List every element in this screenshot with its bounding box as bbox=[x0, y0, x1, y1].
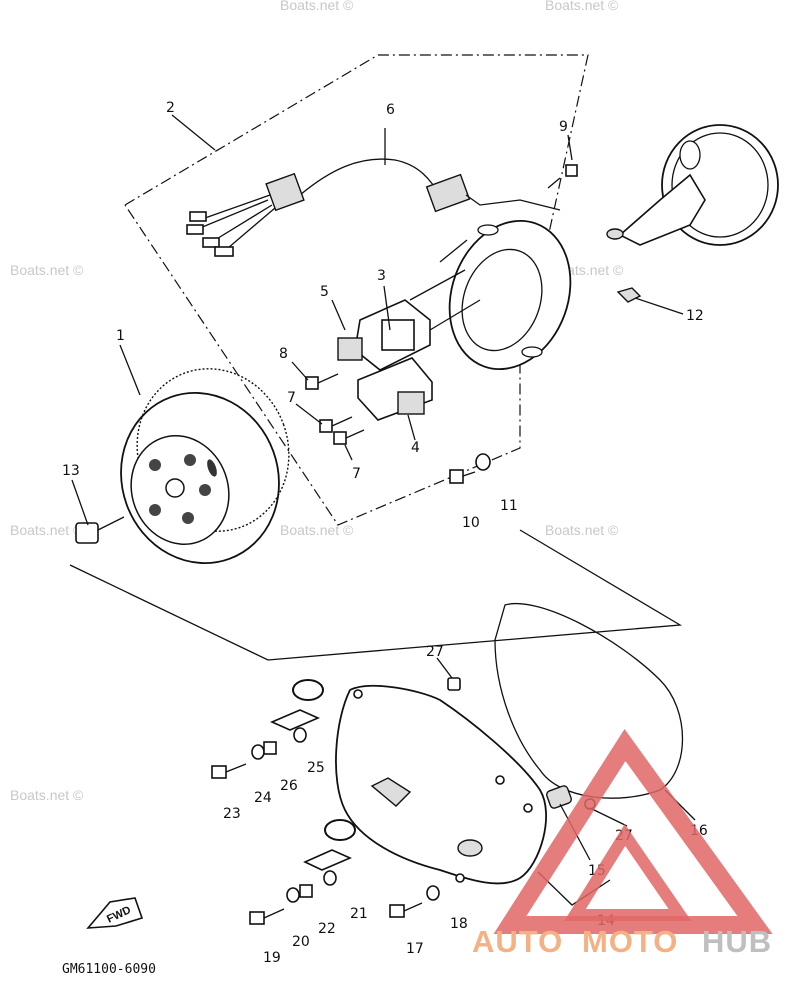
crankshaft-housing bbox=[606, 124, 779, 246]
callout-11: 11 bbox=[500, 498, 518, 514]
automotohub-logo: AUTO MOTO HUB bbox=[472, 728, 773, 959]
callout-6: 6 bbox=[386, 102, 395, 118]
dowel-pin bbox=[447, 677, 461, 691]
callout-21: 21 bbox=[350, 906, 368, 922]
wire-harness bbox=[186, 158, 561, 257]
callout-1: 1 bbox=[116, 328, 125, 344]
watermark: Boats.net © bbox=[545, 522, 619, 538]
watermark: Boats.net © bbox=[280, 0, 354, 13]
logo-moto: MOTO bbox=[582, 924, 678, 959]
side-cover bbox=[335, 684, 547, 885]
callout-26: 26 bbox=[280, 778, 298, 794]
watermark: Boats.net © bbox=[280, 522, 354, 538]
callout-19: 19 bbox=[263, 950, 281, 966]
callout-20: 20 bbox=[292, 934, 310, 950]
callout-27a: 27 bbox=[426, 644, 444, 660]
watermark: Boats.net © bbox=[10, 522, 84, 538]
brush-holder bbox=[337, 269, 481, 421]
diagram-code: GM61100-6090 bbox=[62, 962, 156, 977]
watermark: Boats.net © bbox=[10, 787, 84, 803]
cover-group-boundary bbox=[69, 529, 683, 661]
stator-plate bbox=[439, 219, 572, 371]
cable-clamps bbox=[270, 679, 356, 871]
rotor-bolt bbox=[75, 516, 125, 544]
ground-screw bbox=[547, 164, 578, 189]
callout-2: 2 bbox=[166, 100, 175, 116]
screws bbox=[305, 373, 365, 445]
woodruff-key bbox=[616, 287, 642, 303]
fwd-arrow-icon: FWD bbox=[86, 897, 144, 929]
callout-25: 25 bbox=[307, 760, 325, 776]
callout-3: 3 bbox=[377, 268, 386, 284]
callout-22: 22 bbox=[318, 921, 336, 937]
callout-5: 5 bbox=[320, 284, 329, 300]
logo-auto: AUTO bbox=[472, 924, 563, 959]
callout-10: 10 bbox=[462, 515, 480, 531]
callout-13: 13 bbox=[62, 463, 80, 479]
callout-9: 9 bbox=[559, 119, 568, 135]
cover-screws bbox=[211, 727, 440, 925]
callout-7b: 7 bbox=[352, 466, 361, 482]
flywheel-rotor bbox=[120, 368, 290, 565]
callout-23: 23 bbox=[223, 806, 241, 822]
watermark: Boats.net © bbox=[545, 0, 619, 13]
callout-8: 8 bbox=[279, 346, 288, 362]
watermark: Boats.net © bbox=[10, 262, 84, 278]
callout-24: 24 bbox=[254, 790, 272, 806]
callout-17: 17 bbox=[406, 941, 424, 957]
callout-4: 4 bbox=[411, 440, 420, 456]
callout-7a: 7 bbox=[287, 390, 296, 406]
logo-triangle-icon bbox=[493, 728, 773, 934]
callout-18: 18 bbox=[450, 916, 468, 932]
logo-hub: HUB bbox=[702, 924, 772, 959]
callout-12: 12 bbox=[686, 308, 704, 324]
washer-screw bbox=[449, 453, 491, 484]
